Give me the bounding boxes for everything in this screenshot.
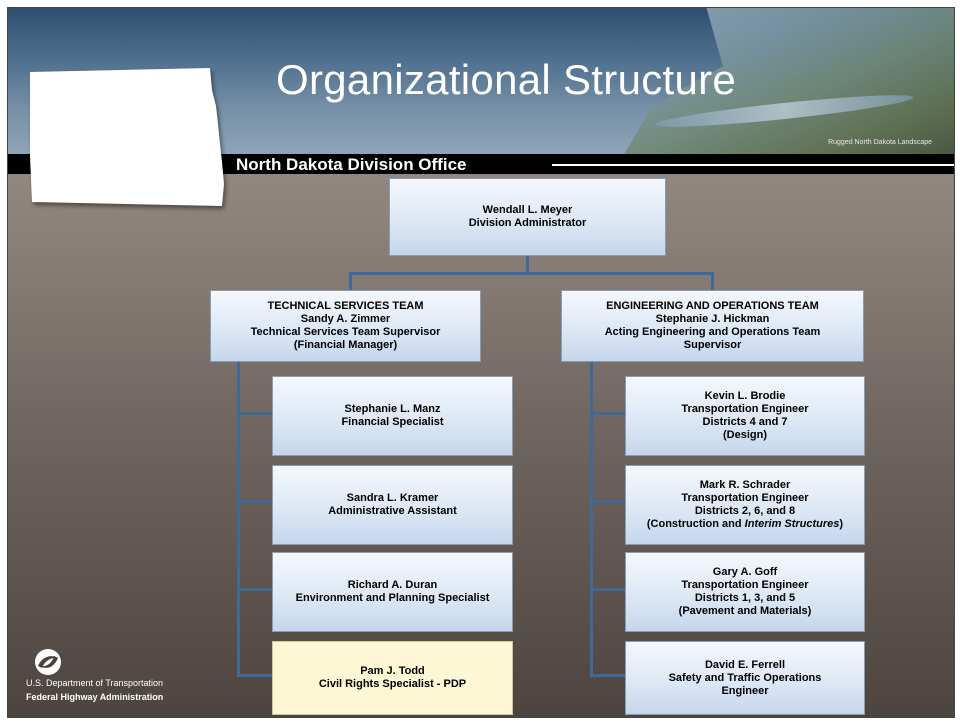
member-box: Mark R. Schrader Transportation Engineer… [625,465,865,545]
north-dakota-state-shape [30,68,224,206]
member-box: David E. Ferrell Safety and Traffic Oper… [625,641,865,715]
connector-right-branch-2 [590,500,627,503]
connector-left-branch-1 [237,412,274,415]
member-box: Richard A. Duran Environment and Plannin… [272,552,513,632]
member-box: Gary A. Goff Transportation Engineer Dis… [625,552,865,632]
slide-title: Organizational Structure [276,56,737,103]
member-box: Kevin L. Brodie Transportation Engineer … [625,376,865,456]
connector-left-branch-4 [237,674,274,677]
member-text: Gary A. Goff Transportation Engineer Dis… [678,566,812,617]
subtitle-rule [552,164,954,166]
root-name: Wendall L. Meyer [482,204,573,216]
footer-dept: U.S. Department of Transportation [26,678,164,688]
slide: Organizational Structure Rugged North Da… [7,7,955,718]
member-text: Richard A. Duran Environment and Plannin… [295,579,490,604]
member-text: Sandra L. Kramer Administrative Assistan… [328,492,457,517]
member-text: Kevin L. Brodie Transportation Engineer … [681,390,809,441]
connector-left-branch-3 [237,588,274,591]
team-box-technical: TECHNICAL SERVICES TEAM Sandy A. Zimmer … [210,290,481,362]
team-technical-text: TECHNICAL SERVICES TEAM Sandy A. Zimmer … [250,300,441,351]
member-text: Mark R. Schrader Transportation Engineer… [646,479,844,530]
connector-root-down [526,255,529,275]
member-box-highlight: Pam J. Todd Civil Rights Specialist - PD… [272,641,513,715]
connector-right-trunk [590,361,593,677]
member-text: Pam J. Todd Civil Rights Specialist - PD… [318,665,467,690]
member-box: Sandra L. Kramer Administrative Assistan… [272,465,513,545]
dot-logo-icon [35,649,61,675]
connector-right-branch-3 [590,588,627,591]
root-role: Division Administrator [468,217,587,229]
slide-subtitle: North Dakota Division Office [236,155,467,174]
member-text-italic: Interim Structures [744,518,840,530]
connector-left-branch-2 [237,500,274,503]
connector-left-trunk [237,361,240,677]
member-text: David E. Ferrell Safety and Traffic Oper… [668,658,822,697]
team-engineering-text: ENGINEERING AND OPERATIONS TEAM Stephani… [604,300,821,351]
connector-right-branch-4 [590,674,627,677]
connector-team-horizontal [349,272,714,275]
connector-right-team-down [711,272,714,292]
footer-agency: Federal Highway Administration [26,692,164,702]
photo-caption: Rugged North Dakota Landscape [828,139,932,146]
subtitle-bar [8,154,954,174]
team-box-engineering: ENGINEERING AND OPERATIONS TEAM Stephani… [561,290,864,362]
member-box: Stephanie L. Manz Financial Specialist [272,376,513,456]
connector-left-team-down [349,272,352,292]
connector-right-branch-1 [590,412,627,415]
member-text: Stephanie L. Manz Financial Specialist [341,403,444,428]
